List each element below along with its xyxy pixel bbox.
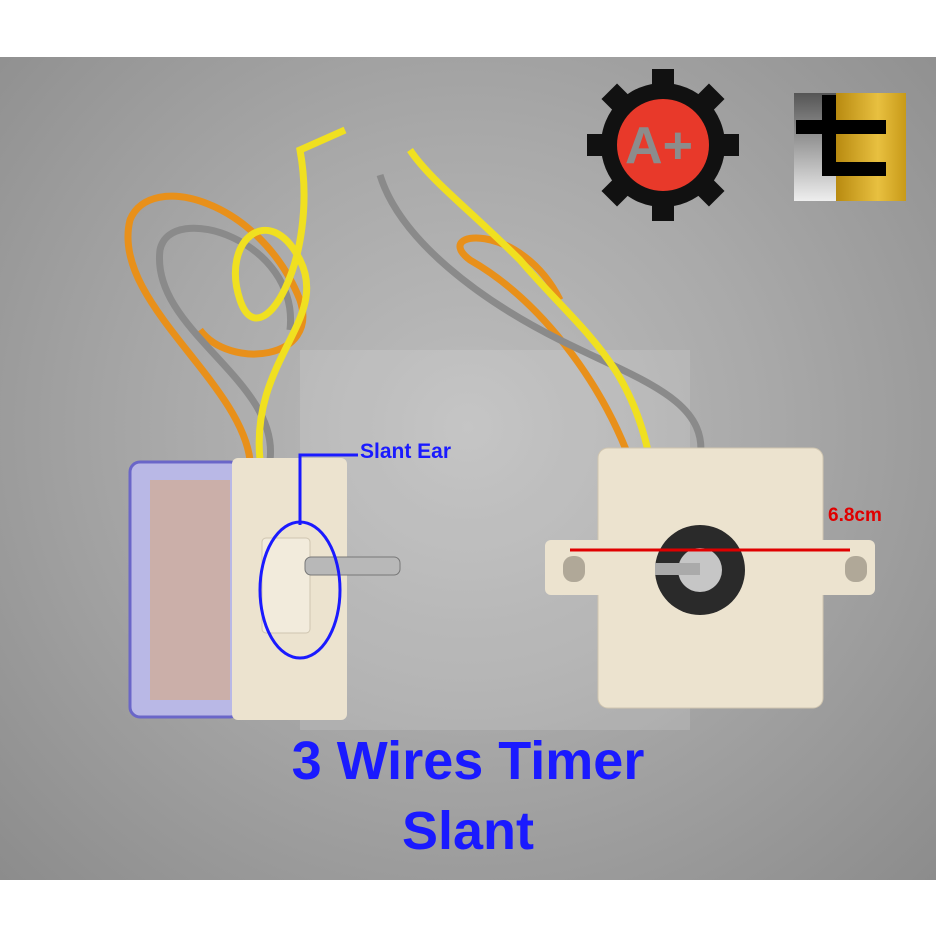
title-line-2: Slant: [401, 801, 535, 861]
gear-logo: A+: [587, 69, 739, 221]
left-timer: [128, 453, 401, 720]
right-timer: [545, 447, 875, 709]
slant-ear-label: Slant Ear: [360, 440, 452, 463]
te-logo: [794, 93, 906, 201]
right-wires: [376, 148, 705, 462]
svg-text:A+: A+: [625, 117, 693, 175]
title-line-1: 3 Wires Timer: [291, 731, 645, 791]
left-wires: [124, 126, 347, 461]
dimension-label: 6.8cm: [828, 505, 882, 526]
